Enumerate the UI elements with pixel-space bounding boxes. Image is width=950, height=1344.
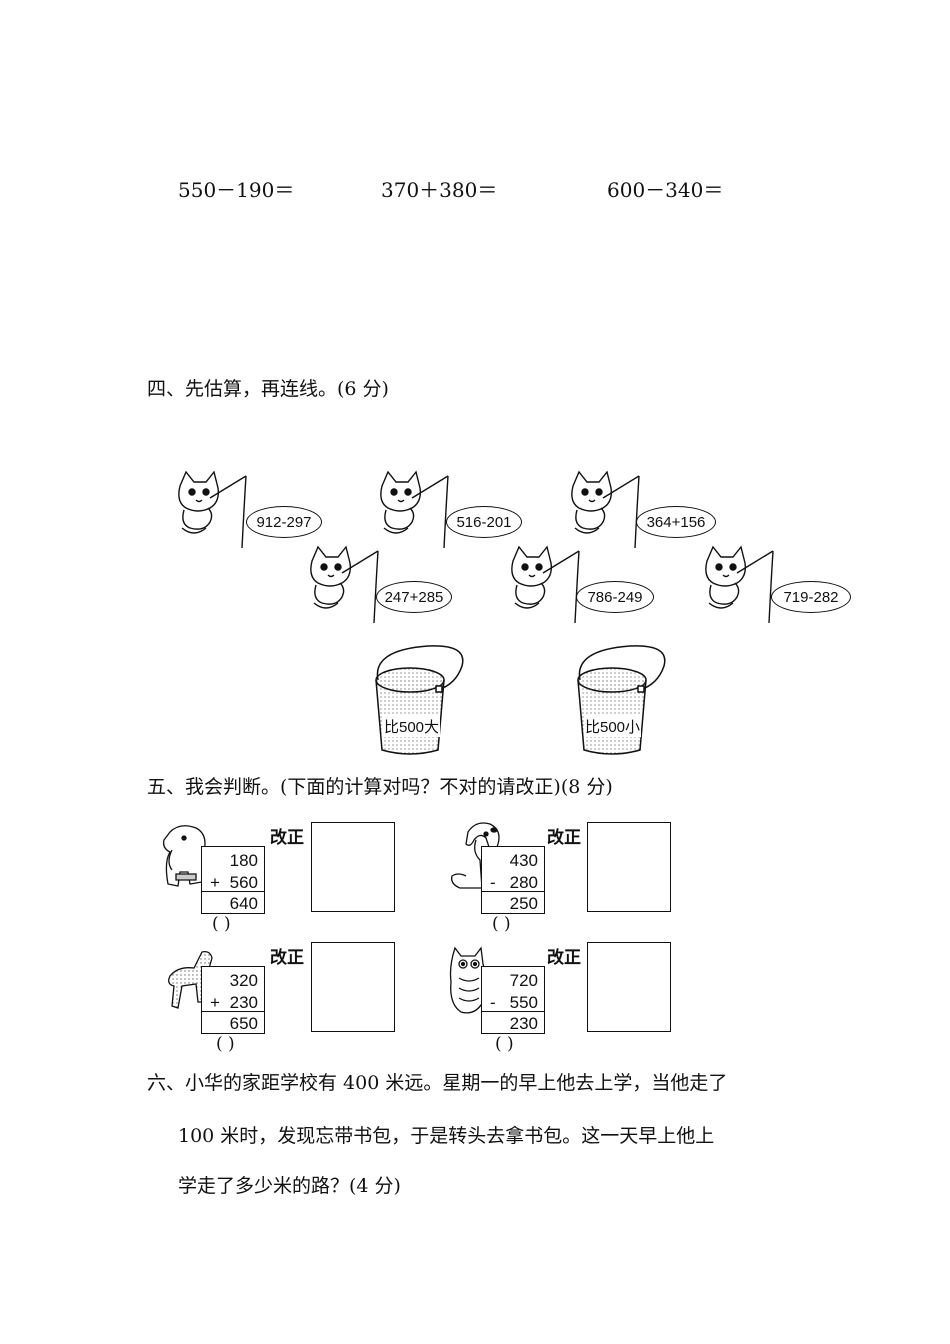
subtrahend: 280 (509, 873, 538, 892)
addend-2: 560 (229, 873, 258, 892)
bucket-icon (375, 645, 464, 755)
judgement-paren-2[interactable]: ( ) (492, 914, 511, 934)
cat-fishing-icon (178, 470, 247, 549)
correction-label-2: 改正 (547, 828, 581, 848)
fish-expression-1: 912-297 (246, 506, 322, 538)
cat-fishing-icon (571, 470, 640, 549)
judgement-paren-3[interactable]: ( ) (216, 1034, 235, 1054)
addend-2: 230 (229, 993, 258, 1012)
operator: - (490, 993, 496, 1012)
correction-label-3: 改正 (270, 948, 304, 968)
calc-expression-3: 600－340＝ (607, 178, 724, 202)
cat-fishing-icon (511, 545, 580, 624)
fish-expression-5: 786-249 (576, 581, 654, 613)
operator: + (210, 873, 220, 892)
vertical-calc-2: 430 - 280 250 (481, 846, 545, 914)
minuend: 430 (509, 851, 538, 870)
cat-fishing-icon (380, 470, 449, 549)
addend-1: 320 (229, 971, 258, 990)
vertical-calc-4: 720 - 550 230 (481, 966, 545, 1034)
vertical-calc-1: 180 + 560 640 (201, 846, 265, 914)
cat-fishing-icon (310, 545, 379, 624)
owl-icon (449, 946, 487, 1014)
operator: - (490, 873, 496, 892)
minuend: 720 (509, 971, 538, 990)
cat-fishing-icon (705, 545, 774, 624)
bucket-label-greater: 比500大 (383, 716, 441, 737)
section-4-title: 四、先估算，再连线。(6 分) (147, 378, 389, 400)
vertical-calc-3: 320 + 230 650 (201, 966, 265, 1034)
result: 640 (229, 894, 258, 913)
correction-box-4[interactable] (587, 942, 671, 1032)
section-6-line-2: 100 米时，发现忘带书包，于是转头去拿书包。这一天早上他上 (178, 1125, 715, 1147)
section-5-title: 五、我会判断。(下面的计算对吗？不对的请改正)(8 分) (147, 776, 613, 798)
section-6-line-3: 学走了多少米的路？(4 分) (178, 1175, 401, 1197)
correction-box-3[interactable] (311, 942, 395, 1032)
bucket-label-less: 比500小 (584, 716, 642, 737)
correction-label-1: 改正 (270, 828, 304, 848)
correction-box-1[interactable] (311, 822, 395, 912)
result: 650 (229, 1014, 258, 1033)
operator: + (210, 993, 220, 1012)
section-6-line-1: 六、小华的家距学校有 400 米远。星期一的早上他去上学，当他走了 (147, 1072, 728, 1094)
calc-expression-2: 370＋380＝ (381, 178, 498, 202)
fish-expression-6: 719-282 (771, 581, 851, 613)
judgement-paren-4[interactable]: ( ) (495, 1034, 514, 1054)
result: 250 (509, 894, 538, 913)
calc-expression-1: 550－190＝ (178, 178, 295, 202)
correction-box-2[interactable] (587, 822, 671, 912)
judgement-paren-1[interactable]: ( ) (212, 914, 231, 934)
fish-expression-3: 364+156 (636, 506, 716, 538)
subtrahend: 550 (509, 993, 538, 1012)
fish-expression-4: 247+285 (376, 581, 452, 613)
elephant-icon (162, 825, 206, 887)
fish-expression-2: 516-201 (446, 506, 522, 538)
dog-icon (451, 822, 500, 889)
result: 230 (509, 1014, 538, 1033)
addend-1: 180 (229, 851, 258, 870)
bucket-icon (577, 645, 666, 755)
correction-label-4: 改正 (547, 948, 581, 968)
